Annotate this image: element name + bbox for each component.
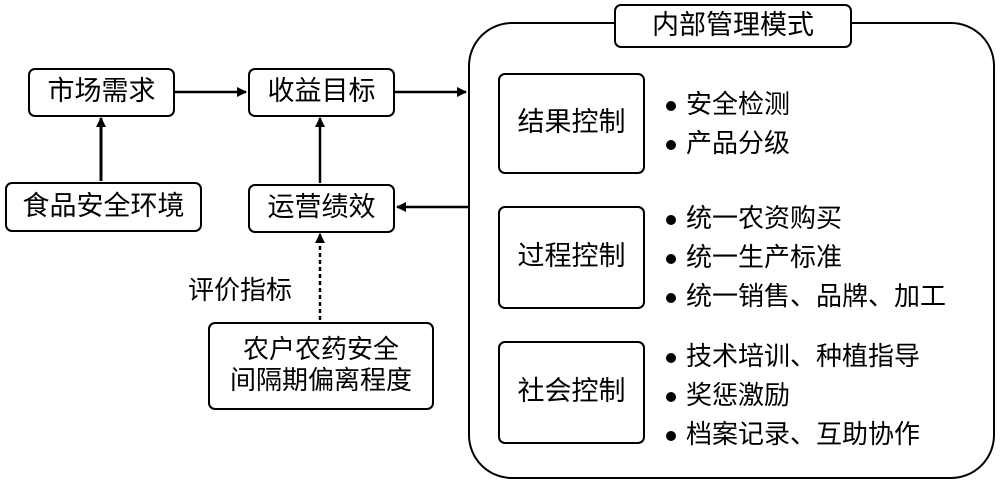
list-item: 统一销售、品牌、加工	[664, 278, 946, 317]
node-revenue-target: 收益目标	[248, 68, 395, 117]
result-control-items: 安全检测 产品分级	[664, 86, 790, 164]
group-social-control: 社会控制	[498, 341, 645, 444]
group-label: 结果控制	[517, 107, 626, 139]
social-control-items: 技术培训、种植指导 奖惩激励 档案记录、互助协作	[664, 338, 920, 455]
internal-management-title: 内部管理模式	[614, 4, 852, 48]
title-label: 内部管理模式	[652, 9, 814, 41]
node-label-line1: 农户农药安全	[242, 334, 399, 365]
list-item: 奖惩激励	[664, 377, 920, 416]
node-label: 食品安全环境	[22, 190, 185, 222]
node-label: 收益目标	[267, 76, 376, 108]
list-item: 安全检测	[664, 86, 790, 125]
node-food-safety-environment: 食品安全环境	[5, 182, 202, 232]
list-item: 档案记录、互助协作	[664, 416, 920, 455]
node-label: 运营绩效	[267, 192, 376, 224]
group-label: 过程控制	[517, 241, 626, 273]
group-result-control: 结果控制	[498, 73, 645, 174]
node-market-demand: 市场需求	[28, 68, 175, 117]
group-label: 社会控制	[517, 376, 626, 408]
list-item: 产品分级	[664, 125, 790, 164]
group-process-control: 过程控制	[498, 206, 645, 309]
node-label: 市场需求	[47, 76, 156, 108]
list-item: 技术培训、种植指导	[664, 338, 920, 377]
node-operating-performance: 运营绩效	[248, 184, 395, 233]
node-farmer-pesticide-deviation: 农户农药安全 间隔期偏离程度	[208, 322, 434, 410]
edge-label-evaluation-index: 评价指标	[188, 276, 293, 306]
list-item: 统一农资购买	[664, 200, 946, 239]
list-item: 统一生产标准	[664, 239, 946, 278]
node-label-line2: 间隔期偏离程度	[229, 366, 412, 396]
process-control-items: 统一农资购买 统一生产标准 统一销售、品牌、加工	[664, 200, 946, 317]
